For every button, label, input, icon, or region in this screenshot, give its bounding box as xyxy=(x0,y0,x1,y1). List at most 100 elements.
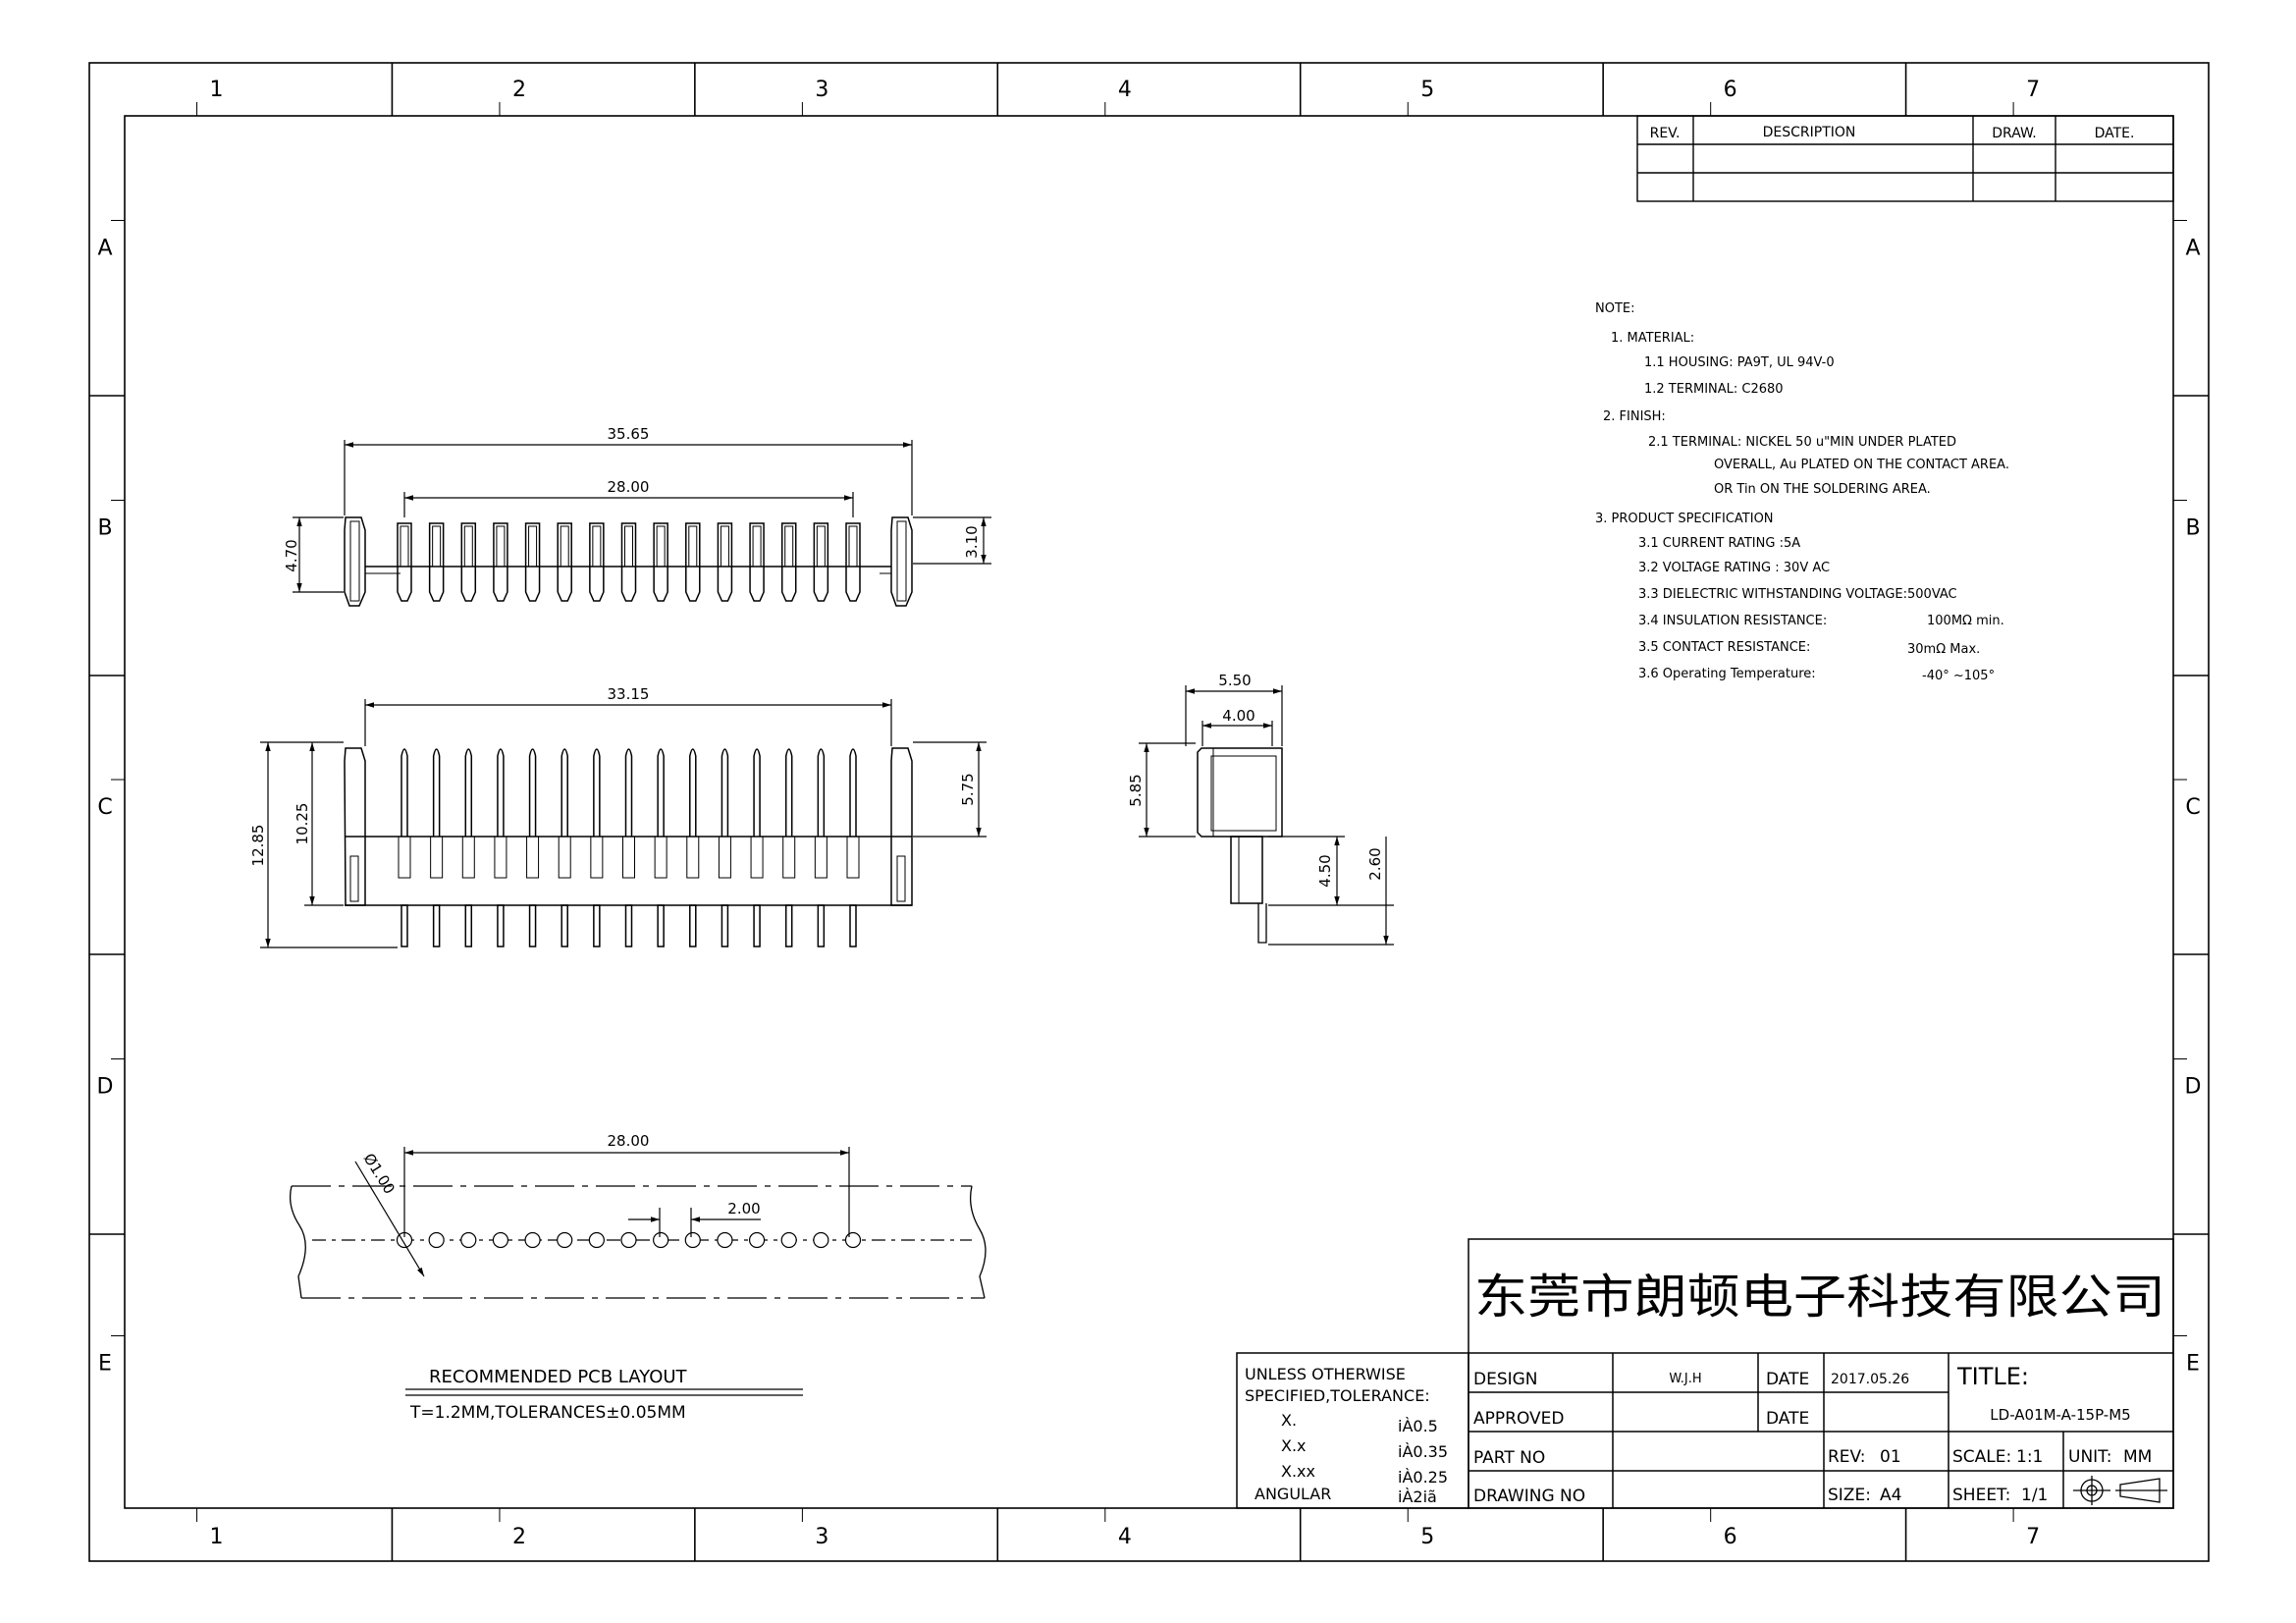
top-view-pin-contact xyxy=(752,525,762,568)
column-label: 1 xyxy=(210,1525,224,1549)
notes-finish-terminal: 2.1 TERMINAL: NICKEL 50 u"MIN UNDER PLAT… xyxy=(1648,435,1956,450)
projection-symbol-icon xyxy=(2073,1476,2167,1505)
tolerance-x-value: iÀ0.5 xyxy=(1398,1417,1438,1435)
front-view-pin-cavity xyxy=(846,836,860,879)
front-view-tail xyxy=(497,904,505,947)
part-no-label: PART NO xyxy=(1473,1448,1545,1468)
dim-top-overall: 35.65 xyxy=(608,425,650,443)
front-view-pin-cavity xyxy=(558,836,571,879)
design-label: DESIGN xyxy=(1473,1370,1538,1389)
tolerance-xxx-value: iÀ0.25 xyxy=(1398,1468,1448,1487)
top-view-pin xyxy=(493,522,508,602)
front-view-contact xyxy=(849,748,857,837)
drawing-no-label: DRAWING NO xyxy=(1473,1487,1585,1506)
sheet-value: 1/1 xyxy=(2021,1486,2048,1505)
unit-label: UNIT: xyxy=(2068,1447,2111,1467)
tolerance-xx-value: iÀ0.35 xyxy=(1398,1442,1448,1461)
notes-temp-label: 3.6 Operating Temperature: xyxy=(1638,667,1816,681)
top-view-pin xyxy=(845,522,861,602)
front-view-contact xyxy=(528,748,537,837)
top-view-pin xyxy=(813,522,829,602)
draw-header: DRAW. xyxy=(1992,126,2036,141)
tolerance-header-line1: UNLESS OTHERWISE xyxy=(1245,1365,1406,1383)
front-view-pin-cavity xyxy=(430,836,444,879)
front-view-contact xyxy=(593,748,601,837)
row-label: B xyxy=(2185,516,2200,541)
top-view-pin xyxy=(557,522,572,602)
pcb-layout-underline xyxy=(405,1388,803,1396)
row-label: E xyxy=(2186,1352,2200,1377)
side-view xyxy=(1197,747,1283,944)
front-view-contact xyxy=(432,748,441,837)
date-label: DATE xyxy=(1766,1370,1809,1389)
tolerance-angular-label: ANGULAR xyxy=(1255,1485,1331,1503)
notes-contact-label: 3.5 CONTACT RESISTANCE: xyxy=(1638,640,1810,655)
column-label: 6 xyxy=(1724,1525,1737,1549)
dim-front-width: 33.15 xyxy=(608,685,650,703)
front-view-pin-cavity xyxy=(494,836,507,879)
rev-header: REV. xyxy=(1650,126,1681,141)
top-view xyxy=(344,516,913,607)
scale-label: SCALE: xyxy=(1952,1447,2011,1467)
top-view-pin xyxy=(685,522,701,602)
row-label: A xyxy=(2185,237,2200,261)
top-view-pin xyxy=(780,522,797,602)
front-view-tail xyxy=(753,904,761,947)
row-label: E xyxy=(98,1352,112,1377)
front-view-tail xyxy=(432,904,441,947)
pcb-hole xyxy=(460,1231,477,1249)
notes-voltage: 3.2 VOLTAGE RATING : 30V AC xyxy=(1638,561,1830,575)
dim-pcb-span: 28.00 xyxy=(608,1132,650,1150)
size-label: SIZE: xyxy=(1828,1486,1871,1505)
front-view-pin-cavity xyxy=(782,836,796,879)
front-view-tail xyxy=(784,904,793,947)
notes-current: 3.1 CURRENT RATING :5A xyxy=(1638,536,1800,551)
front-view-tail xyxy=(528,904,537,947)
front-view-dimensions xyxy=(260,699,987,948)
row-label: C xyxy=(2185,795,2200,820)
size-value: A4 xyxy=(1880,1486,1901,1505)
top-view-pin-contact xyxy=(656,525,666,568)
revision-table xyxy=(1636,115,2174,202)
rev-value: 01 xyxy=(1880,1447,1901,1467)
top-view-pin-contact xyxy=(528,525,538,568)
front-view-contact xyxy=(753,748,761,837)
pcb-hole xyxy=(653,1231,669,1249)
pcb-layout-title: RECOMMENDED PCB LAYOUT xyxy=(429,1367,688,1387)
column-label: 5 xyxy=(1420,78,1434,102)
notes-housing: 1.1 HOUSING: PA9T, UL 94V-0 xyxy=(1644,355,1835,370)
dim-side-pin: 2.60 xyxy=(1366,847,1384,880)
column-label: 5 xyxy=(1420,1525,1434,1549)
column-label: 3 xyxy=(815,1525,828,1549)
front-view-tail xyxy=(817,904,826,947)
dim-front-pin-height: 5.75 xyxy=(959,773,977,805)
front-view-pin-cavity xyxy=(654,836,667,879)
title-block xyxy=(1236,1238,2174,1509)
part-number: LD-A01M-A-15P-M5 xyxy=(1990,1406,2130,1424)
top-view-pin-contact xyxy=(592,525,602,568)
top-view-pin xyxy=(428,522,445,602)
front-view-pin-cavity xyxy=(398,836,411,879)
front-view-tail xyxy=(721,904,729,947)
front-view-contact xyxy=(464,748,473,837)
dim-side-height: 5.85 xyxy=(1127,774,1145,806)
tolerance-block: UNLESS OTHERWISE SPECIFIED,TOLERANCE: X.… xyxy=(1245,1365,1448,1506)
pcb-hole xyxy=(748,1231,766,1249)
date2-label: DATE xyxy=(1766,1409,1809,1429)
row-label: C xyxy=(97,795,112,820)
date-value: 2017.05.26 xyxy=(1831,1372,1909,1387)
notes-terminal-material: 1.2 TERMINAL: C2680 xyxy=(1644,382,1784,397)
top-view-pin xyxy=(749,522,765,602)
notes-finish-line2: OVERALL, Au PLATED ON THE CONTACT AREA. xyxy=(1714,458,2009,472)
top-view-pin-contact xyxy=(624,525,633,568)
title-block-fields: DESIGN W.J.H DATE 2017.05.26 APPROVED DA… xyxy=(1473,1363,2152,1506)
top-view-pin-contact xyxy=(816,525,826,568)
front-view-contact xyxy=(784,748,793,837)
top-view-pin xyxy=(460,522,477,602)
pcb-hole xyxy=(717,1231,733,1249)
pcb-hole xyxy=(620,1231,637,1249)
top-view-pin-contact xyxy=(784,525,794,568)
